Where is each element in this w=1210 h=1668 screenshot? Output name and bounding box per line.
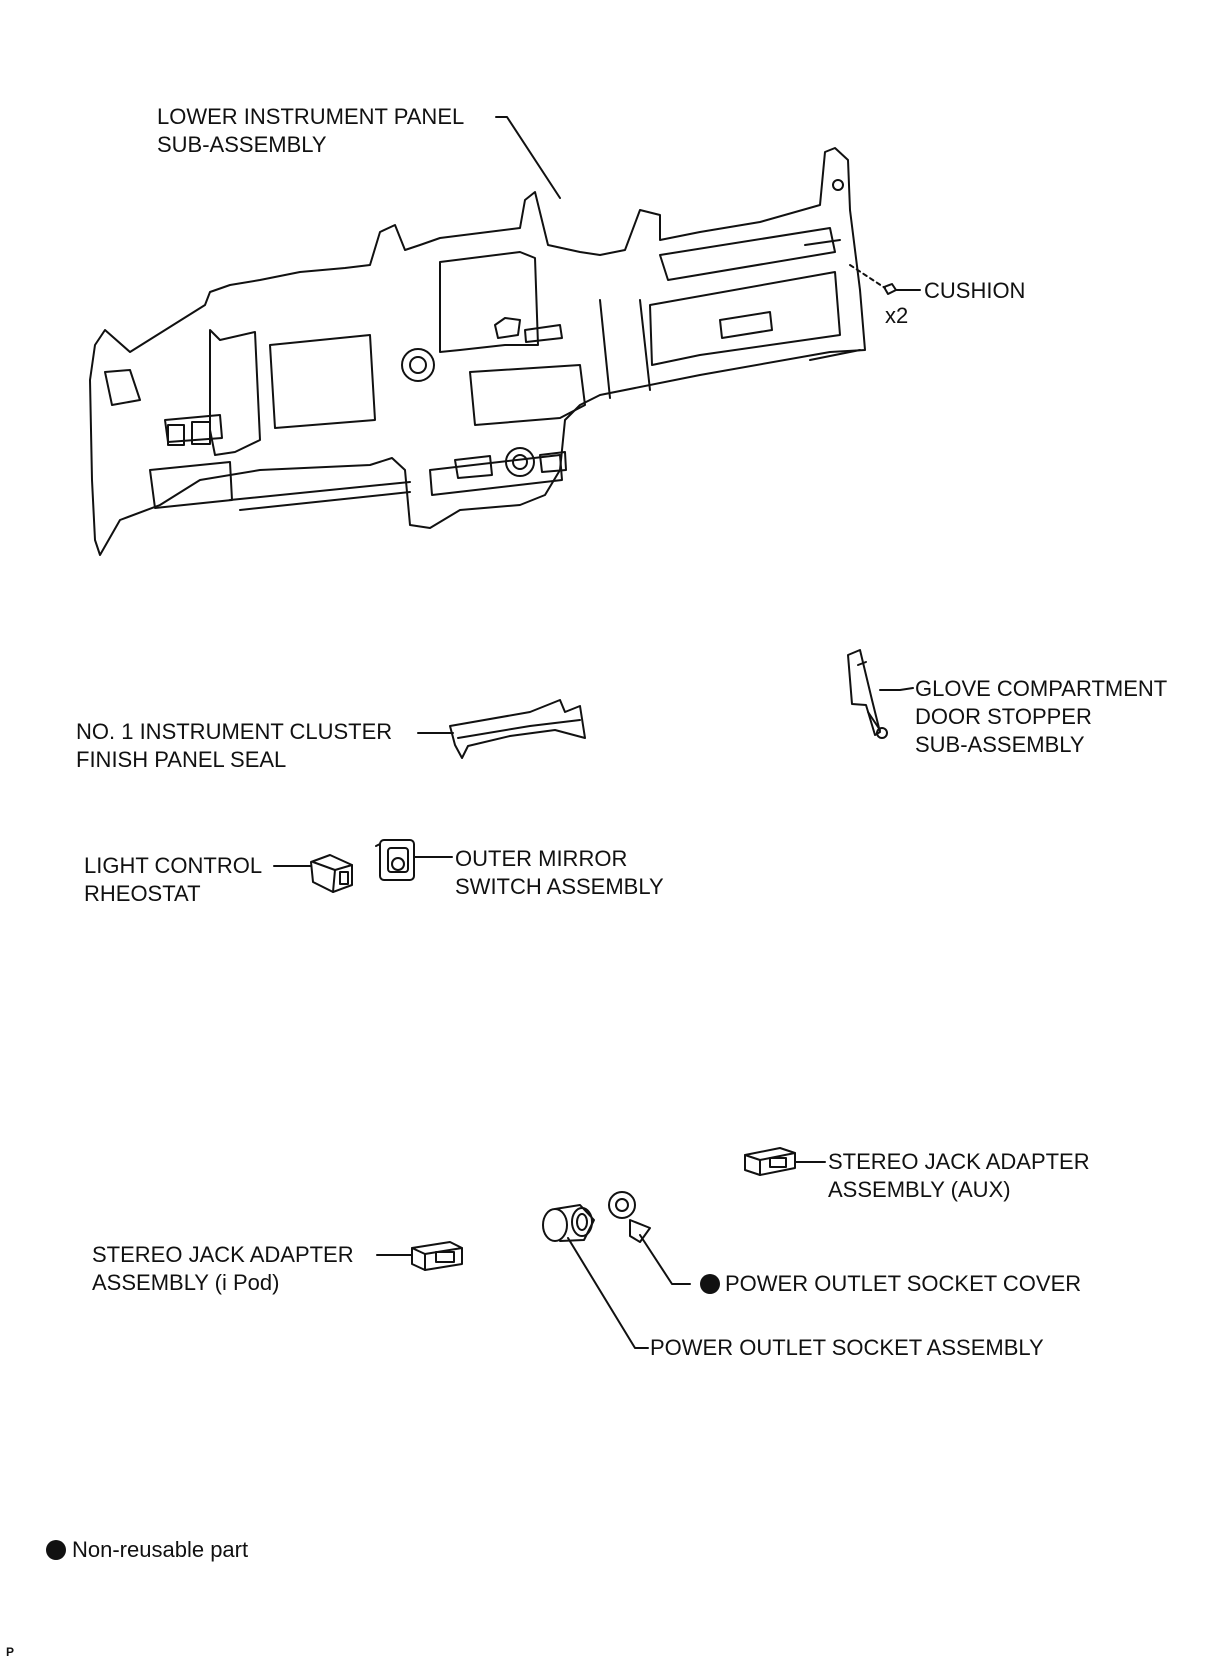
glove-stopper-label: GLOVE COMPARTMENT DOOR STOPPER SUB-ASSEM… [915,675,1167,759]
glove-stopper-label-line3: SUB-ASSEMBLY [915,732,1085,757]
socket-cover-label: POWER OUTLET SOCKET COVER [725,1271,1082,1296]
non-reusable-dot-icon [46,1540,66,1560]
lower-panel-leader [495,116,561,199]
cushion-quantity: x2 [885,303,909,328]
glove-stopper-label-line1: GLOVE COMPARTMENT [915,676,1168,701]
jack-ipod-label-line2: ASSEMBLY (i Pod) [92,1270,280,1295]
jack-ipod-label-line1: STEREO JACK ADAPTER [92,1242,354,1267]
jack-aux-drawing [744,1147,796,1176]
cluster-seal-drawing [449,699,586,759]
lower-instrument-panel-drawing [89,147,866,556]
cushion-dashed-leader [849,264,886,289]
glove-stopper-leader [879,687,914,691]
cushion-drawing [883,283,897,295]
socket-assembly-drawing [542,1204,595,1242]
light-rheostat-drawing [310,854,353,893]
light-rheostat-label: LIGHT CONTROL RHEOSTAT [84,852,262,908]
socket-cover-leader [639,1234,691,1285]
light-rheostat-label-line1: LIGHT CONTROL [84,853,263,878]
lower-panel-label-line2: SUB-ASSEMBLY [157,132,327,157]
cushion-label: CUSHION [924,278,1026,303]
glove-stopper-label-line2: DOOR STOPPER [915,704,1092,729]
jack-ipod-label: STEREO JACK ADAPTER ASSEMBLY (i Pod) [92,1241,354,1297]
mirror-switch-label-line2: SWITCH ASSEMBLY [455,874,664,899]
non-reusable-marker [700,1274,720,1294]
corner-mark: P [6,1645,15,1659]
light-rheostat-label-line2: RHEOSTAT [84,881,201,906]
jack-ipod-drawing [411,1241,463,1271]
cluster-seal-label-line2: FINISH PANEL SEAL [76,747,287,772]
legend: Non-reusable part [46,1537,248,1563]
glove-stopper-drawing [847,649,888,739]
cluster-seal-label: NO. 1 INSTRUMENT CLUSTER FINISH PANEL SE… [76,718,392,774]
socket-cover-drawing [608,1191,651,1243]
lower-panel-label-line1: LOWER INSTRUMENT PANEL [157,104,465,129]
jack-aux-label: STEREO JACK ADAPTER ASSEMBLY (AUX) [828,1148,1090,1204]
jack-aux-label-line1: STEREO JACK ADAPTER [828,1149,1090,1174]
mirror-switch-label-line1: OUTER MIRROR [455,846,628,871]
socket-assembly-label: POWER OUTLET SOCKET ASSEMBLY [650,1335,1044,1360]
mirror-switch-label: OUTER MIRROR SWITCH ASSEMBLY [455,845,664,901]
legend-text: Non-reusable part [72,1537,249,1562]
mirror-switch-drawing [375,839,415,881]
cluster-seal-label-line1: NO. 1 INSTRUMENT CLUSTER [76,719,393,744]
jack-aux-label-line2: ASSEMBLY (AUX) [828,1177,1011,1202]
socket-assembly-leader [567,1237,649,1349]
lower-panel-label: LOWER INSTRUMENT PANEL SUB-ASSEMBLY [157,103,464,159]
